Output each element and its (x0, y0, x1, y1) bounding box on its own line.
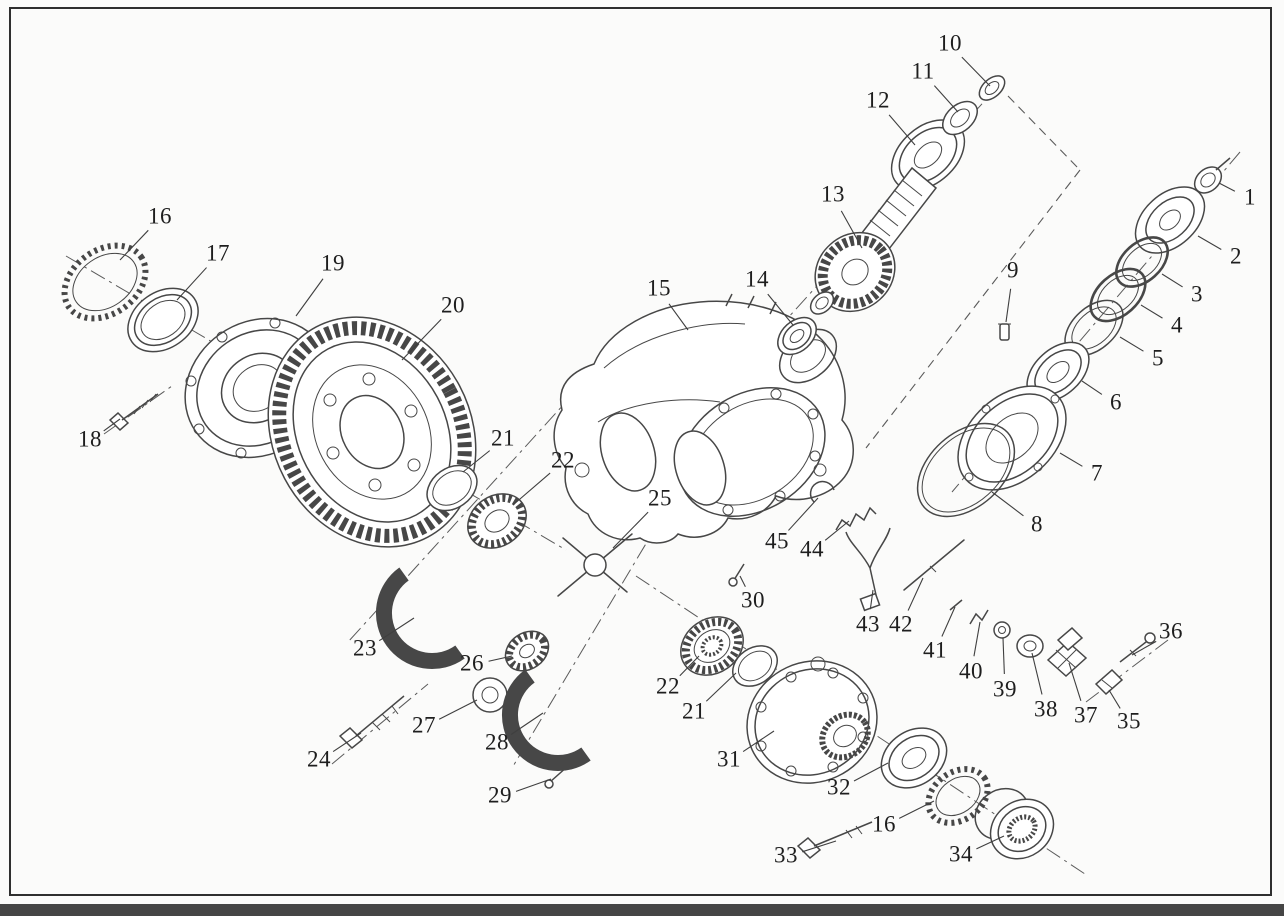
leader-line-6 (1081, 380, 1103, 395)
window-bottom-bar (0, 904, 1284, 916)
leader-line-43 (869, 589, 874, 610)
part-34-hub (974, 787, 1055, 860)
leader-line-14 (767, 293, 794, 326)
part-40-spring (969, 609, 989, 625)
leader-line-12 (888, 114, 916, 146)
leader-line-4 (1140, 304, 1163, 319)
part-39-ball-washer (993, 621, 1011, 639)
part-16b-lock-washer (925, 766, 991, 826)
leader-line-31 (742, 730, 775, 753)
part-22-side-gear (467, 493, 527, 549)
leader-line-10 (961, 56, 991, 87)
flange-seal-group (916, 157, 1231, 518)
part-8-gasket-ring (916, 422, 1016, 518)
leader-line-5 (1119, 336, 1144, 352)
leader-line-37 (1068, 662, 1082, 701)
part-45-clip (809, 480, 835, 503)
hub-group (680, 616, 1055, 860)
part-31-differential-case (746, 656, 878, 784)
leader-line-29 (515, 778, 552, 792)
leader-lines (103, 56, 1236, 853)
leader-line-11 (933, 85, 959, 113)
part-43-shift-fork (845, 527, 891, 612)
part-35-plug (1094, 668, 1124, 696)
leader-line-32 (853, 762, 889, 782)
leader-line-39 (1002, 637, 1005, 675)
leader-line-19 (295, 278, 324, 317)
leader-line-28 (510, 712, 544, 735)
differential-internals (338, 533, 745, 789)
leader-line-45 (788, 497, 819, 531)
part-21b-thrust-washer (732, 645, 778, 687)
leader-line-26 (488, 655, 513, 662)
part-4-oring (1089, 267, 1147, 323)
part-42-shift-shaft (903, 539, 965, 591)
part-15-carrier-housing (553, 293, 854, 544)
leader-line-21 (705, 672, 737, 702)
part-22b-side-gear (680, 616, 744, 676)
part-9-pin (998, 323, 1011, 341)
leader-line-18 (103, 418, 121, 432)
part-38-ring (1016, 634, 1044, 658)
part-26-pinion-gear (504, 630, 550, 672)
leader-line-42 (907, 577, 924, 611)
leader-line-23 (378, 617, 415, 642)
part-30-screw (728, 563, 745, 587)
leader-line-41 (941, 606, 956, 637)
leader-line-9 (1005, 288, 1012, 323)
leader-line-20 (401, 318, 442, 361)
part-32-bearing (880, 727, 948, 789)
leader-line-30 (739, 575, 746, 588)
pinion-shaft-group (777, 75, 1006, 356)
leader-line-36 (1131, 640, 1157, 656)
part-33-bolt (796, 821, 873, 860)
part-14-bearing (777, 316, 817, 356)
part-28-bearing-cap (502, 669, 591, 771)
part-18-bolt (108, 393, 159, 432)
part-16-lock-washer (61, 242, 149, 322)
leader-line-34 (976, 835, 1005, 850)
part-1-nut (1193, 157, 1231, 194)
part-20-ring-gear (267, 316, 477, 548)
leader-line-27 (438, 699, 478, 720)
leader-line-16 (898, 800, 935, 819)
part-23-bearing-cap (376, 567, 465, 669)
part-3-seal (1115, 236, 1169, 288)
leader-line-15 (668, 303, 689, 331)
leader-line-2 (1197, 235, 1222, 250)
part-24-bolt (338, 695, 405, 750)
leader-line-35 (1108, 689, 1121, 709)
left-assembly (61, 242, 527, 549)
leader-line-16 (119, 229, 149, 261)
part-44-spring (835, 506, 877, 531)
leader-line-44 (824, 520, 850, 541)
part-37-valve-block (1046, 626, 1088, 678)
leader-line-21 (462, 450, 491, 473)
leader-line-1 (1218, 182, 1236, 192)
leader-line-24 (332, 732, 362, 753)
part-29-screw (544, 765, 569, 789)
leader-line-22 (679, 655, 700, 677)
leader-line-40 (973, 621, 981, 657)
part-17-seal-ring (127, 287, 199, 353)
part-13-drive-pinion (809, 166, 938, 315)
leader-line-38 (1031, 652, 1043, 695)
shift-mechanism-parts (809, 480, 1156, 696)
part-27-washer (472, 677, 508, 713)
leader-line-3 (1161, 273, 1183, 288)
part-21-thrust-washer (426, 464, 478, 512)
leader-line-22 (512, 472, 551, 506)
leader-line-17 (176, 267, 207, 301)
part-41-pin (949, 599, 963, 611)
part-25-spider-cross (557, 533, 633, 597)
leader-line-25 (612, 511, 649, 549)
leader-line-8 (991, 491, 1024, 517)
leader-line-7 (1059, 452, 1083, 467)
part-36-bolt (1119, 632, 1156, 663)
leader-line-13 (840, 210, 863, 249)
leader-line-33 (802, 840, 837, 853)
part-11-washer (942, 100, 978, 136)
